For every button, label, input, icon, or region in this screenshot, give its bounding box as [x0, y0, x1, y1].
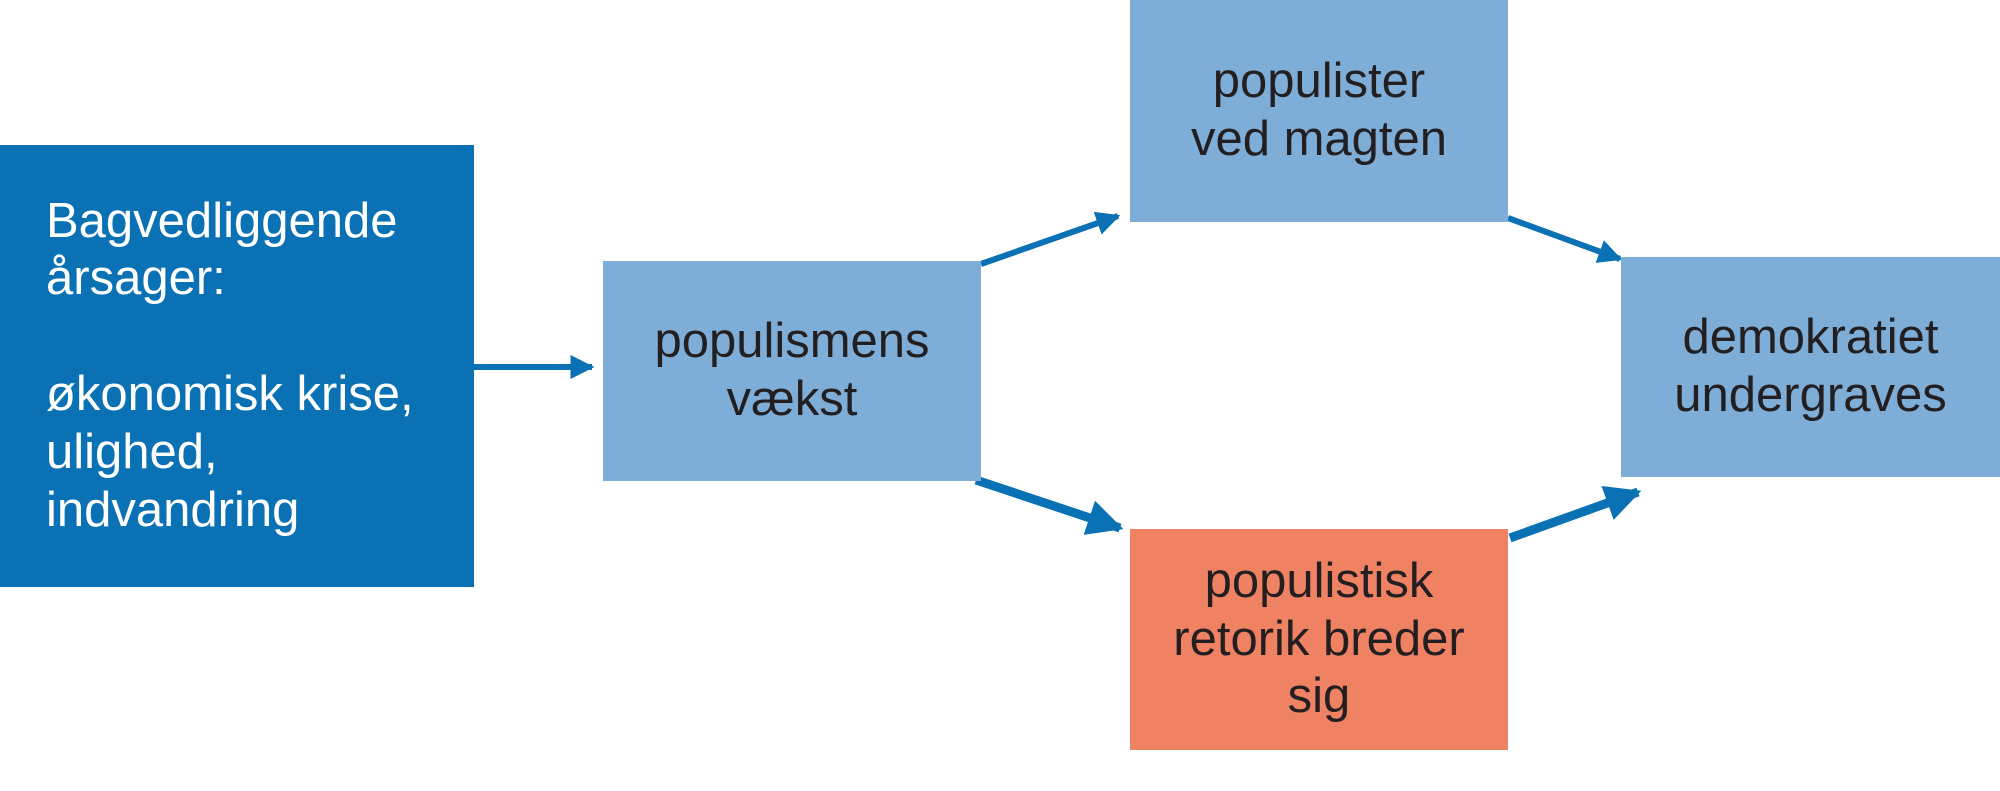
populist-rhetoric-label: populistisk retorik breder sig: [1173, 553, 1465, 724]
democracy-undermined-label: demokratiet undergraves: [1674, 310, 1947, 422]
underlying-causes-label: Bagvedliggende årsager: økonomisk krise,…: [46, 193, 414, 537]
box-underlying-causes: Bagvedliggende årsager: økonomisk krise,…: [0, 145, 474, 587]
box-populists-in-power: populister ved magten: [1130, 0, 1508, 222]
arrow-growth-to-rhetoric: [974, 475, 1124, 535]
populists-in-power-label: populister ved magten: [1190, 54, 1448, 166]
box-populism-growth: populismens vækst: [603, 261, 981, 481]
box-populist-rhetoric: populistisk retorik breder sig: [1130, 529, 1508, 750]
arrow-growth-to-power: [980, 211, 1121, 267]
arrow-rhetoric-to-democracy: [1508, 486, 1642, 543]
populism-growth-label: populismens vækst: [654, 314, 930, 426]
box-democracy-undermined: demokratiet undergraves: [1621, 257, 2000, 477]
arrow-power-to-democracy: [1506, 215, 1623, 263]
